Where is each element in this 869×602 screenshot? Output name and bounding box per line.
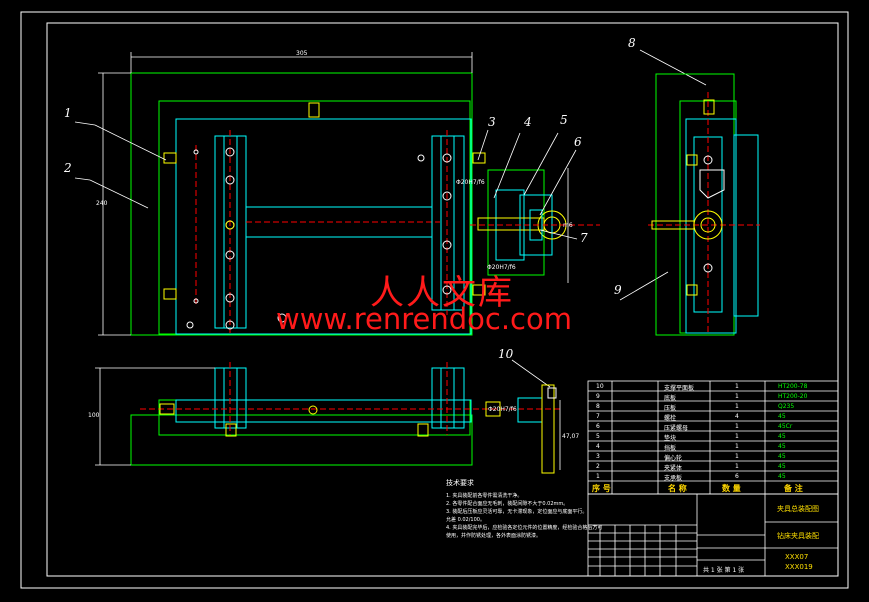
front-dimensions: [95, 367, 561, 470]
callout-5: 5: [560, 113, 568, 127]
bom-cell-name: 底板: [664, 395, 677, 402]
watermark-url: www.renrendoc.com: [276, 302, 572, 336]
bom-cell-name: 夹紧体: [664, 465, 683, 472]
side-view: [648, 73, 760, 336]
bom-cell-name: 垫块: [664, 435, 677, 442]
bom-cell-qty: 1: [735, 453, 739, 460]
dim-fit-1: Φ20H7/f6: [456, 179, 485, 186]
bom-cell-remark: 45: [778, 453, 786, 460]
notes-heading: 技术要求: [446, 479, 474, 487]
bom-cell-seq: 4: [596, 443, 600, 450]
bom-cell-seq: 2: [596, 463, 600, 470]
bom-cell-qty: 6: [735, 473, 739, 480]
notes-line: 使用，并作防锈处理，各外表面涂防锈漆。: [446, 533, 542, 539]
inner-frame: [46, 22, 839, 577]
bom-cell-remark: Q235: [778, 403, 795, 410]
bom-cell-name: 支承板: [664, 475, 683, 482]
bom-cell-seq: 3: [596, 453, 600, 460]
callout-7: 7: [580, 231, 588, 245]
callout-2: 2: [64, 161, 72, 175]
title-block-title2: 钻床夹具装配: [777, 532, 819, 540]
bom-cell-seq: 10: [596, 383, 604, 390]
bom-cell-remark: 45: [778, 413, 786, 420]
notes-line: 1. 夹具装配前各零件需清洗干净。: [446, 493, 523, 499]
bom-cell-seq: 5: [596, 433, 600, 440]
bom-header-name: 名 称: [668, 484, 687, 493]
callout-3: 3: [488, 115, 496, 129]
dim-left-height: 240: [96, 200, 108, 207]
callout-10: 10: [498, 347, 514, 361]
dim-top-width: 305: [296, 50, 308, 57]
bom-cell-qty: 4: [735, 413, 739, 420]
notes-line: 4. 夹具装配完毕后，应检验各定位元件的位置精度，经检验合格后方可: [446, 525, 603, 531]
callout-8: 8: [628, 36, 636, 50]
outer-frame: [20, 11, 849, 589]
bom-cell-remark: 45: [778, 463, 786, 470]
callout-6: 6: [574, 135, 582, 149]
notes-line: 允差 0.02/100。: [446, 517, 485, 523]
callout-9: 9: [614, 283, 622, 297]
bom-cell-qty: 1: [735, 403, 739, 410]
dim-fit-2: Φ20H7/f6: [487, 264, 516, 271]
bom-cell-name: 挡板: [664, 445, 677, 452]
bom-cell-remark: 45Cr: [778, 423, 793, 430]
watermark-chinese: 人人文库: [370, 273, 514, 313]
bom-cell-remark: 45: [778, 443, 786, 450]
title-block-sheet: 共 1 张 第 1 张: [703, 567, 745, 574]
notes-line: 2. 各零件配合面应无毛刺，装配间隙不大于0.02mm。: [446, 501, 569, 507]
bom-cell-name: 压板: [664, 405, 677, 412]
bom-cell-name: 压紧螺母: [664, 425, 689, 432]
top-dimensions: [98, 52, 569, 336]
bom-cell-qty: 1: [735, 463, 739, 470]
bom-cell-seq: 6: [596, 423, 600, 430]
title-block-code2: XXX019: [785, 563, 813, 571]
bom-cell-name: 支撑平面板: [664, 385, 695, 392]
notes-line: 3. 装配后压板应灵活可靠，无卡滞现象，定位面应与底面平行。: [446, 509, 588, 515]
bom-cell-remark: 45: [778, 473, 786, 480]
bom-cell-name: 螺栓: [664, 415, 677, 422]
bom-cell-name: 偏心轮: [664, 455, 683, 462]
dim-right-small: 47,07: [562, 433, 580, 440]
dim-mm: m6: [563, 222, 573, 229]
title-block: [587, 493, 839, 577]
title-block-code1: XXX07: [785, 553, 809, 561]
callout-4: 4: [524, 115, 532, 129]
top-view: [130, 72, 600, 336]
bom-cell-qty: 1: [735, 433, 739, 440]
bom-cell-qty: 1: [735, 443, 739, 450]
bom-cell-seq: 7: [596, 413, 600, 420]
dim-fit-3: Φ20H7/f6: [488, 406, 517, 413]
bom-cell-remark: HT200-20: [778, 393, 808, 400]
dim-bottom-height: 100: [88, 412, 100, 419]
bom-cell-seq: 1: [596, 473, 600, 480]
bom-header-seq: 序 号: [592, 484, 611, 493]
callout-1: 1: [64, 106, 72, 120]
title-block-title1: 夹具总装配图: [777, 505, 819, 513]
bom-cell-qty: 1: [735, 393, 739, 400]
leader-lines: [74, 49, 707, 388]
bom-cell-remark: HT200-78: [778, 383, 808, 390]
bom-cell-seq: 9: [596, 393, 600, 400]
front-view: [130, 362, 560, 474]
bom-cell-seq: 8: [596, 403, 600, 410]
bom-header-qty: 数 量: [722, 484, 741, 493]
bom-cell-qty: 1: [735, 423, 739, 430]
bom-header-remark: 备 注: [784, 484, 803, 493]
bom-cell-qty: 1: [735, 383, 739, 390]
bom-cell-remark: 45: [778, 433, 786, 440]
